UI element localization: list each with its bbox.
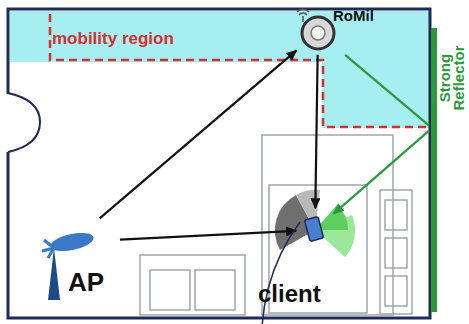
signal-path — [100, 50, 297, 218]
node-label: AP — [68, 268, 104, 298]
signal-path — [315, 55, 317, 208]
phone-icon — [296, 208, 334, 252]
signal-path — [120, 231, 296, 240]
robot-node: RoMil — [296, 5, 382, 55]
reflector-node: Strong Reflector — [429, 18, 469, 314]
region-boundary — [50, 14, 428, 127]
access-point: AP — [30, 218, 120, 308]
signal-path — [345, 55, 429, 126]
room-wall — [8, 9, 430, 318]
signal-path — [334, 131, 429, 214]
node-label: client — [258, 280, 321, 308]
mobility-region: mobility region RoMil — [10, 10, 430, 130]
client-device: client — [296, 208, 334, 252]
door-gap — [5, 94, 12, 152]
door-arc — [8, 93, 40, 152]
furniture — [140, 135, 412, 315]
node-label: RoMil — [333, 7, 374, 24]
node-label: Strong Reflector — [438, 30, 466, 126]
node-label: mobility region — [52, 29, 174, 49]
mobility-area — [10, 11, 429, 128]
